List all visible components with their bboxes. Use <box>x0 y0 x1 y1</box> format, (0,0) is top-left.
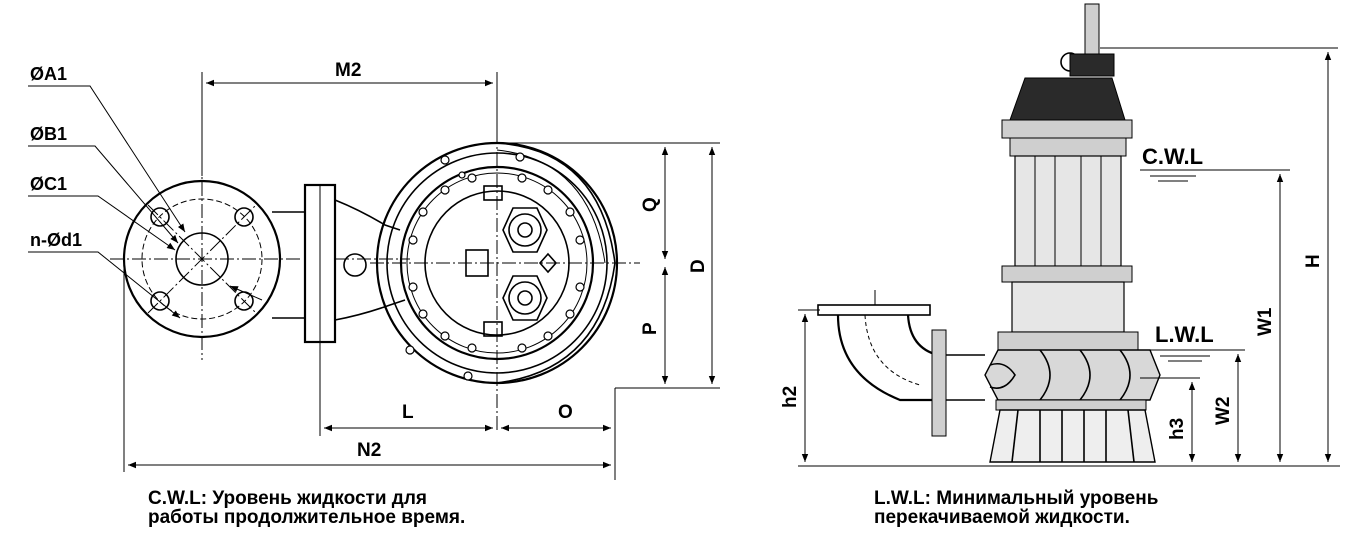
label-h3: h3 <box>1167 418 1188 440</box>
label-d: D <box>688 259 709 273</box>
label-p: P <box>640 322 661 335</box>
label-n2: N2 <box>357 440 381 461</box>
dimension-l-o: L O <box>319 342 616 480</box>
caption-lwl-line2: перекачиваемой жидкости. <box>874 507 1130 528</box>
label-m2: M2 <box>335 60 361 81</box>
dimension-w1: W1 <box>1255 174 1284 462</box>
label-b1: ØB1 <box>30 124 67 144</box>
label-o: O <box>558 402 573 423</box>
caption-lwl-line1: L.W.L: Минимальный уровень <box>874 488 1159 509</box>
rim-bolts <box>405 152 585 381</box>
discharge-elbow-side <box>817 290 985 437</box>
pump-casing-side <box>984 349 1161 463</box>
discharge-flange-plan <box>110 160 300 360</box>
dimension-m2: M2 <box>201 60 498 176</box>
discharge-duct-plan <box>272 183 410 344</box>
lifting-eye <box>1060 3 1115 77</box>
dimension-h3: h3 <box>1140 377 1200 462</box>
motor-housing <box>997 77 1139 351</box>
label-h: H <box>1303 254 1324 268</box>
dimension-q-p-d: Q P D <box>497 142 720 389</box>
diameter-leaders <box>28 85 263 319</box>
dimension-h2: h2 <box>780 309 820 462</box>
caption-cwl: C.W.L: Уровень жидкости для работы продо… <box>148 489 465 527</box>
plan-view: ØA1 ØB1 ØC1 n-Ød1 M2 Q P D L <box>28 60 720 480</box>
dimension-h: H <box>1100 47 1338 462</box>
label-nd1: n-Ød1 <box>30 230 82 250</box>
label-lwl: L.W.L <box>1155 322 1214 347</box>
water-level-markers: C.W.L L.W.L <box>1140 144 1290 362</box>
caption-cwl-line2: работы продолжительное время. <box>148 507 466 528</box>
cable-glands <box>465 207 558 321</box>
label-a1: ØA1 <box>30 64 67 84</box>
dimension-n2: N2 <box>123 259 611 472</box>
label-w2: W2 <box>1213 397 1234 426</box>
label-cwl: C.W.L <box>1142 144 1203 169</box>
label-c1: ØC1 <box>30 174 67 194</box>
caption-cwl-line1: C.W.L: Уровень жидкости для <box>148 488 427 509</box>
label-h2: h2 <box>780 386 801 408</box>
dimension-w2: W2 <box>1213 354 1242 462</box>
label-l: L <box>402 402 414 423</box>
pump-body-plan <box>370 130 640 430</box>
label-q: Q <box>640 197 661 212</box>
label-w1: W1 <box>1255 307 1276 336</box>
caption-lwl: L.W.L: Минимальный уровень перекачиваемо… <box>874 489 1158 527</box>
side-view: C.W.L L.W.L H W1 W2 h3 <box>780 3 1340 467</box>
